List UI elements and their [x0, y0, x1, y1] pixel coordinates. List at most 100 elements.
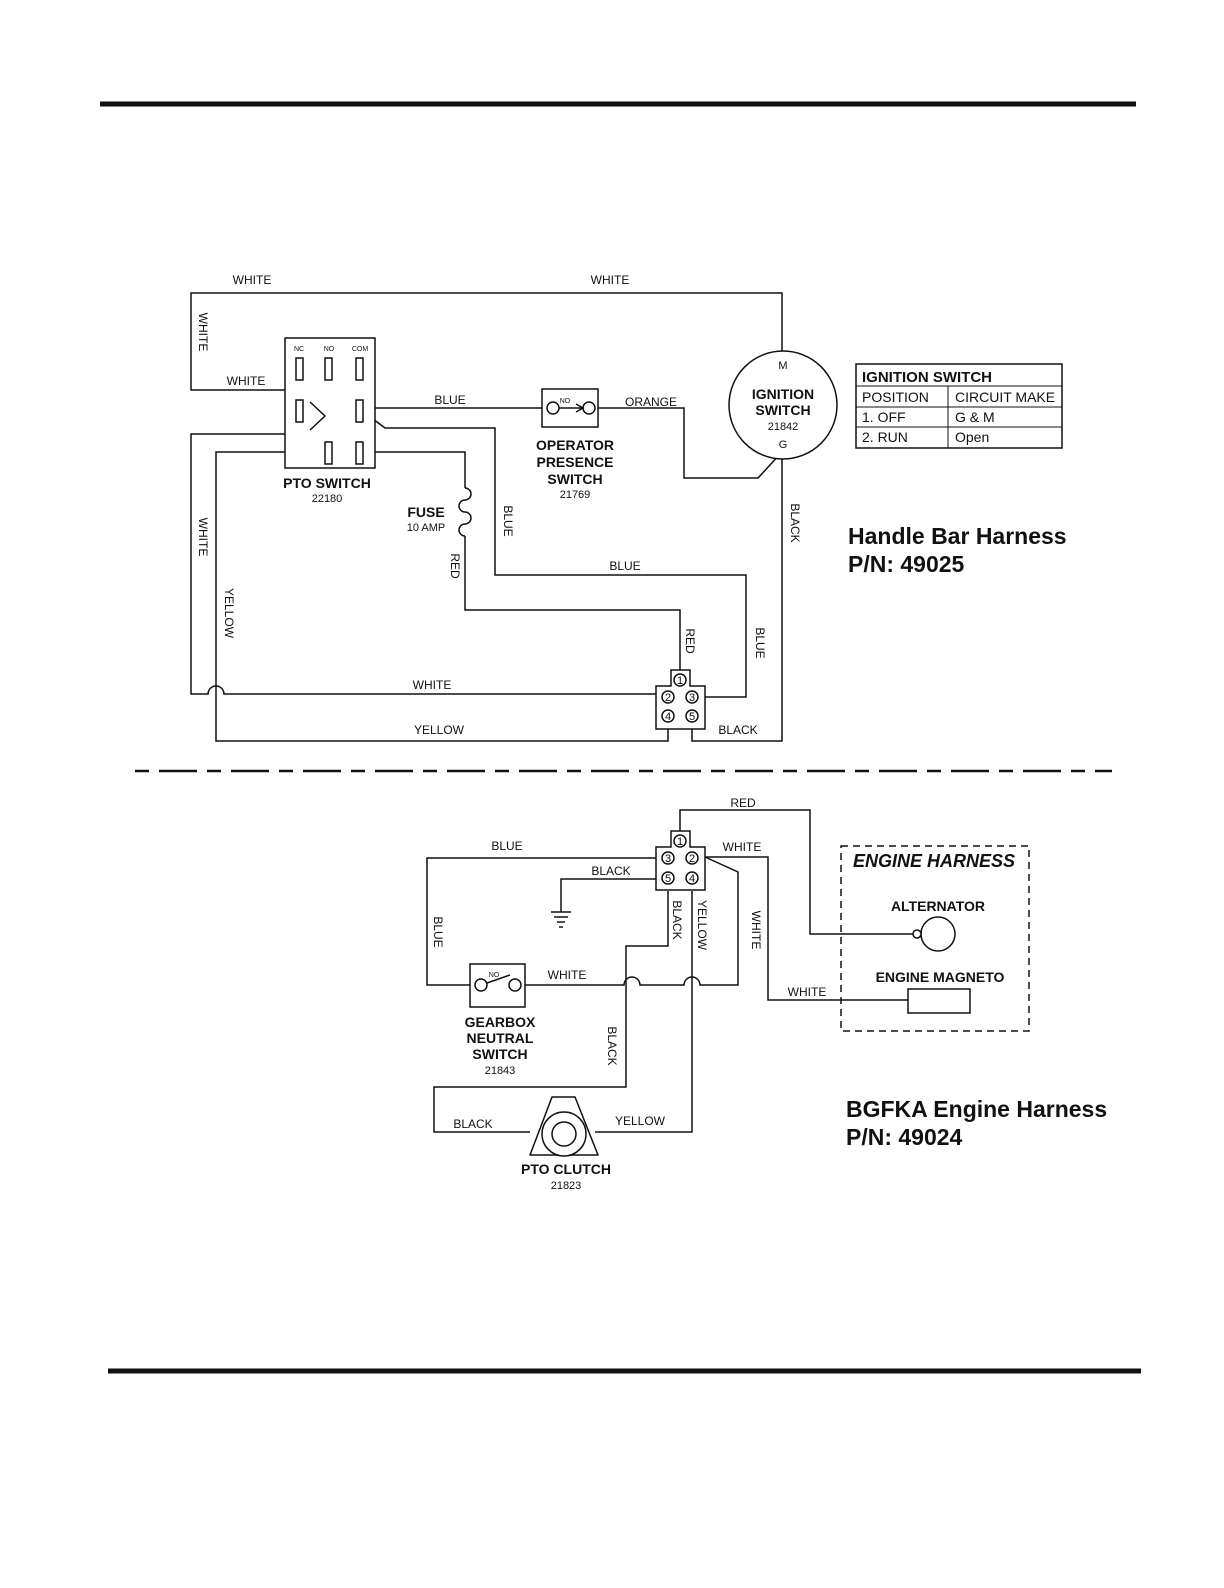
table-cell: 2. RUN — [862, 429, 908, 445]
ops-arm — [559, 403, 585, 413]
label-white-right: WHITE — [749, 911, 763, 950]
ignition-pn: 21842 — [768, 421, 799, 433]
label-white-gearbox: WHITE — [548, 968, 587, 982]
ignition-label-2: SWITCH — [755, 402, 810, 418]
label-yellow-bottom: YELLOW — [414, 723, 465, 737]
fuse-rating: 10 AMP — [407, 522, 446, 534]
pto-switch-label: PTO SWITCH — [283, 475, 371, 491]
pin-4: 4 — [665, 711, 671, 723]
label-yellow-vert: YELLOW — [695, 900, 709, 951]
wire-red-alternator — [679, 809, 914, 935]
label-blue-pto-ops: BLUE — [434, 393, 465, 407]
operator-presence-label-3: SWITCH — [547, 471, 602, 487]
pin-2: 2 — [665, 692, 671, 704]
pin-3: 3 — [665, 853, 671, 865]
label-white-bottom: WHITE — [413, 678, 452, 692]
gearbox-arm — [486, 974, 511, 984]
gearbox-contact — [474, 978, 488, 992]
table-header-position: POSITION — [862, 389, 929, 405]
wire-orange — [596, 407, 783, 479]
label-blue-to-conn: BLUE — [753, 627, 767, 658]
label-blue-horizontal-mid: BLUE — [609, 559, 640, 573]
ops-contact-no: NO — [560, 398, 571, 405]
pto-terminal — [355, 399, 364, 423]
pin-2: 2 — [689, 853, 695, 865]
operator-presence-pn: 21769 — [560, 489, 591, 501]
label-white-left-vertical: WHITE — [196, 313, 210, 352]
engine-harness-title: BGFKA Engine Harness — [846, 1096, 1107, 1122]
label-black-vert: BLACK — [670, 900, 684, 939]
wire-red-connector — [464, 536, 681, 673]
engine-connector: 1 3 2 5 4 — [655, 830, 706, 891]
pto-switch-pn: 22180 — [312, 493, 343, 505]
label-blue-vertical-mid: BLUE — [501, 505, 515, 536]
pin-5: 5 — [689, 711, 695, 723]
gearbox-contact-no: NO — [489, 972, 500, 979]
wire-red-fuse — [365, 451, 466, 488]
label-yellow-clutch: YELLOW — [615, 1114, 666, 1128]
table-cell: 1. OFF — [862, 409, 906, 425]
magneto-label: ENGINE MAGNETO — [876, 969, 1005, 985]
label-yellow-left: YELLOW — [222, 588, 236, 639]
pto-terminal — [324, 441, 333, 465]
ignition-terminal-g: G — [779, 439, 788, 451]
label-white-magneto: WHITE — [788, 985, 827, 999]
label-white-top: WHITE — [723, 840, 762, 854]
pto-terminal-nc: NC — [294, 346, 304, 353]
wire-white-right — [525, 856, 739, 986]
pin-3: 3 — [689, 692, 695, 704]
alternator-terminal — [912, 929, 922, 939]
gearbox-contact — [508, 978, 522, 992]
label-white-left-long: WHITE — [196, 518, 210, 557]
label-black-right: BLACK — [788, 503, 802, 542]
pto-terminal-no: NO — [324, 346, 335, 353]
ignition-switch-table: IGNITION SWITCH POSITION CIRCUIT MAKE 1.… — [855, 363, 1063, 449]
gearbox-label-3: SWITCH — [472, 1046, 527, 1062]
pto-clutch-label: PTO CLUTCH — [521, 1161, 611, 1177]
alternator-symbol — [920, 916, 956, 952]
ignition-terminal-m: M — [778, 360, 787, 372]
ignition-switch-body — [728, 350, 838, 460]
pto-terminal — [295, 357, 304, 381]
pin-1: 1 — [677, 675, 683, 687]
label-black-bottom: BLACK — [718, 723, 757, 737]
wire-blue-gearbox — [426, 857, 656, 986]
handle-bar-harness: NC NO COM PTO SWITCH 22180 NO OPERATOR P… — [190, 273, 1067, 742]
wire-white-left-long — [190, 433, 658, 695]
pto-terminal-com: COM — [352, 346, 369, 353]
wire-white-magneto — [705, 856, 908, 1001]
wire-blue-pto-connector — [364, 412, 747, 698]
label-red-fuse: RED — [448, 553, 462, 579]
label-black-lower: BLACK — [605, 1026, 619, 1065]
engine-harness-pn: P/N: 49024 — [846, 1124, 963, 1150]
alternator-label: ALTERNATOR — [891, 898, 985, 914]
ops-contact — [582, 401, 596, 415]
pto-wiper — [309, 401, 327, 431]
gearbox-label-1: GEARBOX — [465, 1014, 536, 1030]
wire-black-ground — [560, 878, 656, 912]
wire-black-clutch — [433, 891, 669, 1133]
pto-terminal — [355, 441, 364, 465]
label-white-to-nc: WHITE — [227, 374, 266, 388]
label-white-top-left: WHITE — [233, 273, 272, 287]
handle-bar-title: Handle Bar Harness — [848, 523, 1067, 549]
operator-presence-label-1: OPERATOR — [536, 437, 614, 453]
table-cell: G & M — [955, 409, 995, 425]
ground-symbol — [551, 911, 571, 928]
pto-terminal — [295, 399, 304, 423]
wire-white-top — [190, 292, 783, 391]
table-title: IGNITION SWITCH — [862, 369, 992, 386]
gearbox-label-2: NEUTRAL — [467, 1030, 534, 1046]
table-header-circuit: CIRCUIT MAKE — [955, 389, 1055, 405]
table-cell: Open — [955, 429, 989, 445]
handle-bar-pn: P/N: 49025 — [848, 551, 965, 577]
pin-1: 1 — [677, 836, 683, 848]
label-blue-left: BLUE — [431, 916, 445, 947]
label-blue-top: BLUE — [491, 839, 522, 853]
pto-clutch-pn: 21823 — [551, 1180, 582, 1192]
wire-yellow-clutch — [595, 891, 693, 1133]
pin-5: 5 — [665, 873, 671, 885]
engine-harness: 1 3 2 5 4 NO GEARBOX NEUTRAL SWITCH 2184… — [426, 796, 1107, 1192]
